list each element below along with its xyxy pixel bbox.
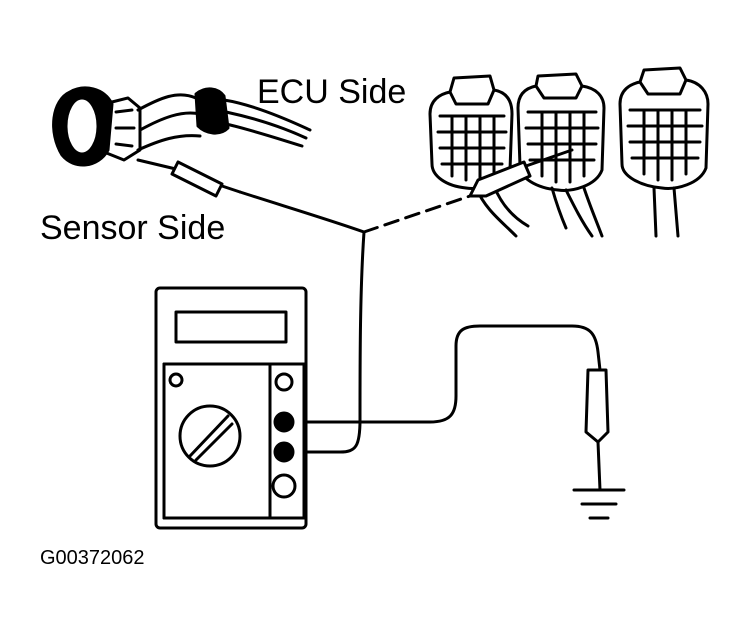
- ground-symbol: [572, 488, 626, 520]
- ecu-connector-1: [428, 74, 530, 238]
- ground-probe: [584, 368, 610, 492]
- sensor-connector: [52, 86, 312, 167]
- ecu-side-label: ECU Side: [257, 73, 407, 111]
- meter-volt-lead: [288, 324, 602, 424]
- sensor-probe: [136, 158, 242, 198]
- figure-code: G00372062: [40, 547, 145, 569]
- ecu-lead: [362, 194, 472, 234]
- ecu-connector-2: [516, 72, 606, 238]
- sensor-side-label: Sensor Side: [40, 209, 226, 247]
- meter-com-lead: [288, 230, 366, 454]
- sensor-lead: [238, 190, 366, 234]
- ecu-connector-3: [618, 66, 710, 238]
- ecu-probe: [468, 148, 574, 198]
- multimeter: [154, 286, 308, 530]
